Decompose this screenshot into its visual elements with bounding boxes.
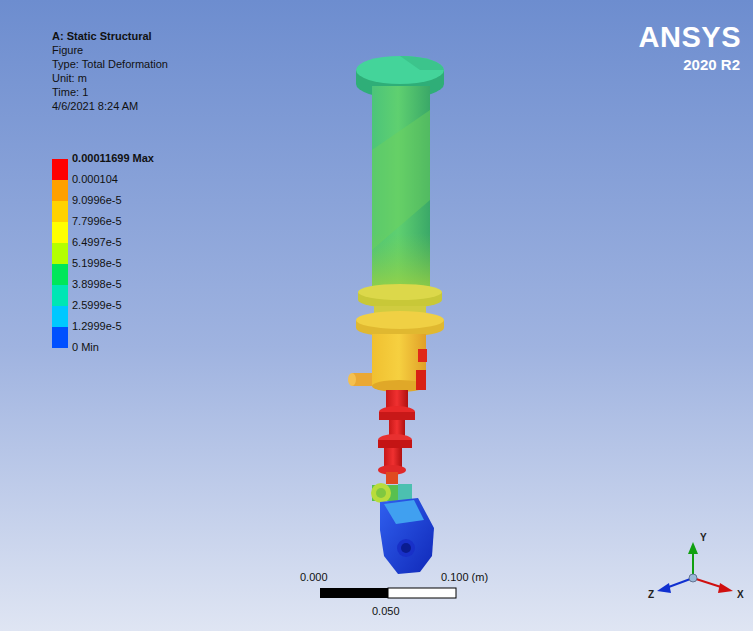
legend-value: 0.000104: [72, 173, 118, 186]
part-geometry: [348, 56, 444, 574]
scale-bar: [320, 588, 456, 598]
legend-swatch: [52, 306, 68, 327]
info-line: 4/6/2021 8:24 AM: [52, 100, 138, 113]
axis-triad: [657, 542, 733, 593]
version-text: 2020 R2: [683, 56, 740, 73]
legend-value: 0.00011699 Max: [72, 152, 154, 165]
legend-value: 5.1998e-5: [72, 257, 122, 270]
legend-swatch: [52, 327, 68, 348]
info-line: Unit: m: [52, 72, 87, 85]
legend-swatch: [52, 201, 68, 222]
info-line: Type: Total Deformation: [52, 58, 168, 71]
axis-label: X: [737, 589, 744, 601]
legend-swatch: [52, 264, 68, 285]
legend-value: 6.4997e-5: [72, 236, 122, 249]
legend-swatch: [52, 180, 68, 201]
scale-label: 0.050: [372, 605, 400, 618]
legend-value: 3.8998e-5: [72, 278, 122, 291]
scale-label: 0.000: [300, 571, 328, 584]
legend-swatch: [52, 243, 68, 264]
axis-label: Y: [700, 532, 707, 544]
logo-text: ANSYS: [639, 22, 741, 52]
scale-label: 0.100 (m): [441, 571, 488, 584]
legend-swatch: [52, 222, 68, 243]
legend-swatch: [52, 285, 68, 306]
legend-value: 1.2999e-5: [72, 320, 122, 333]
info-line: Figure: [52, 44, 83, 57]
legend-value: 9.0996e-5: [72, 194, 122, 207]
info-line: Time: 1: [52, 86, 88, 99]
legend-swatch: [52, 159, 68, 180]
analysis-title: A: Static Structural: [52, 30, 152, 43]
axis-label: Z: [648, 589, 654, 601]
legend-value: 2.5999e-5: [72, 299, 122, 312]
legend-value: 0 Min: [72, 341, 99, 354]
legend-value: 7.7996e-5: [72, 215, 122, 228]
